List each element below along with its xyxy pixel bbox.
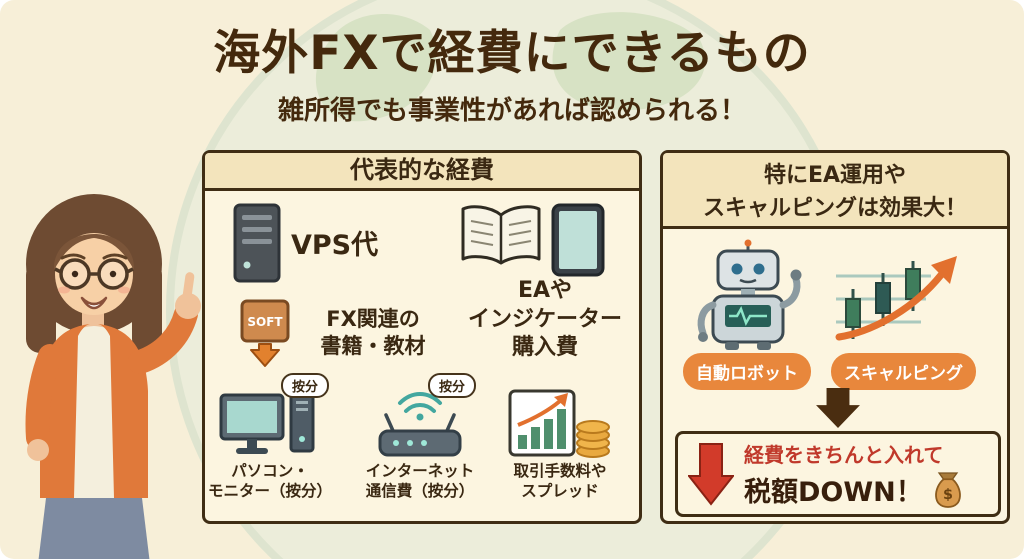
internet-label-line1: インターネット [365, 462, 475, 480]
pc-proration-badge: 按分 [281, 373, 330, 398]
wifi-router-icon [378, 392, 462, 457]
fx-books-label-line1: FX関連の [326, 307, 420, 331]
robot-pill-label: 自動ロボット [683, 353, 811, 390]
page-subtitle: 雑所得でも事業性があれば認められる！ [277, 96, 746, 126]
money-bag-icon: $ [934, 471, 961, 508]
internet-proration-badge: 按分 [428, 373, 477, 398]
ea-scalping-panel: 特にEA運用や スキャルピングは効果大！ [660, 150, 1010, 524]
fx-books-label: FX関連の 書籍・教材 [293, 306, 453, 361]
tax-down-callout: 経費をきちんと入れて 税額DOWN！ $ [675, 431, 1001, 517]
money-symbol: $ [943, 486, 953, 502]
ea-label-line3: 購入費 [511, 335, 578, 361]
ea-label-line2: インジケーター [467, 306, 622, 332]
vps-server-icon [233, 203, 281, 283]
candlestick-chart-icon [835, 256, 957, 341]
side-header-line2: スキャルピングは効果大！ [702, 196, 967, 221]
internet-label-line2: 通信費（按分） [365, 482, 475, 501]
fees-label: 取引手数料や スプレッド [490, 461, 630, 501]
tax-down-line1: 経費をきちんと入れて [744, 443, 944, 467]
internet-label: インターネット 通信費（按分） [350, 461, 490, 501]
main-panel-header: 代表的な経費 [205, 153, 639, 191]
pc-label-line2: モニター（按分） [207, 482, 332, 501]
woman-illustration [25, 194, 201, 559]
fees-label-line1: 取引手数料や [513, 462, 607, 480]
tax-down-line2-row: 税額DOWN！ $ [744, 470, 965, 509]
scalping-pill-label: スキャルピング [831, 353, 976, 390]
fees-label-line2: スプレッド [521, 482, 599, 501]
fx-books-label-line2: 書籍・教材 [320, 334, 426, 359]
main-expenses-panel: 代表的な経費 VPS代 EAや インジケーター 購入費 [202, 150, 642, 524]
side-panel-header: 特にEA運用や スキャルピングは効果大！ [663, 153, 1007, 229]
book-tablet-icon [461, 203, 605, 277]
red-down-arrow-icon [688, 443, 734, 506]
software-download-icon: SOFT [240, 299, 290, 367]
tax-down-line2: 税額DOWN！ [744, 477, 923, 508]
side-header-line1: 特にEA運用や [763, 163, 907, 188]
vps-label: VPS代 [291, 230, 379, 261]
ea-label-line1: EAや [517, 278, 573, 303]
chart-coins-icon [508, 389, 610, 458]
tax-down-text: 経費をきちんと入れて 税額DOWN！ $ [744, 439, 965, 509]
pc-label-line1: パソコン・ [231, 462, 309, 480]
page-title: 海外FXで経費にできるもの [213, 26, 811, 81]
software-box-text: SOFT [247, 315, 283, 329]
pc-monitor-label: パソコン・ モニター（按分） [200, 461, 340, 501]
ea-purchase-label: EAや インジケーター 購入費 [445, 277, 645, 363]
computer-monitor-icon [219, 391, 315, 454]
robot-icon [697, 239, 802, 350]
down-arrow-icon [816, 387, 860, 429]
